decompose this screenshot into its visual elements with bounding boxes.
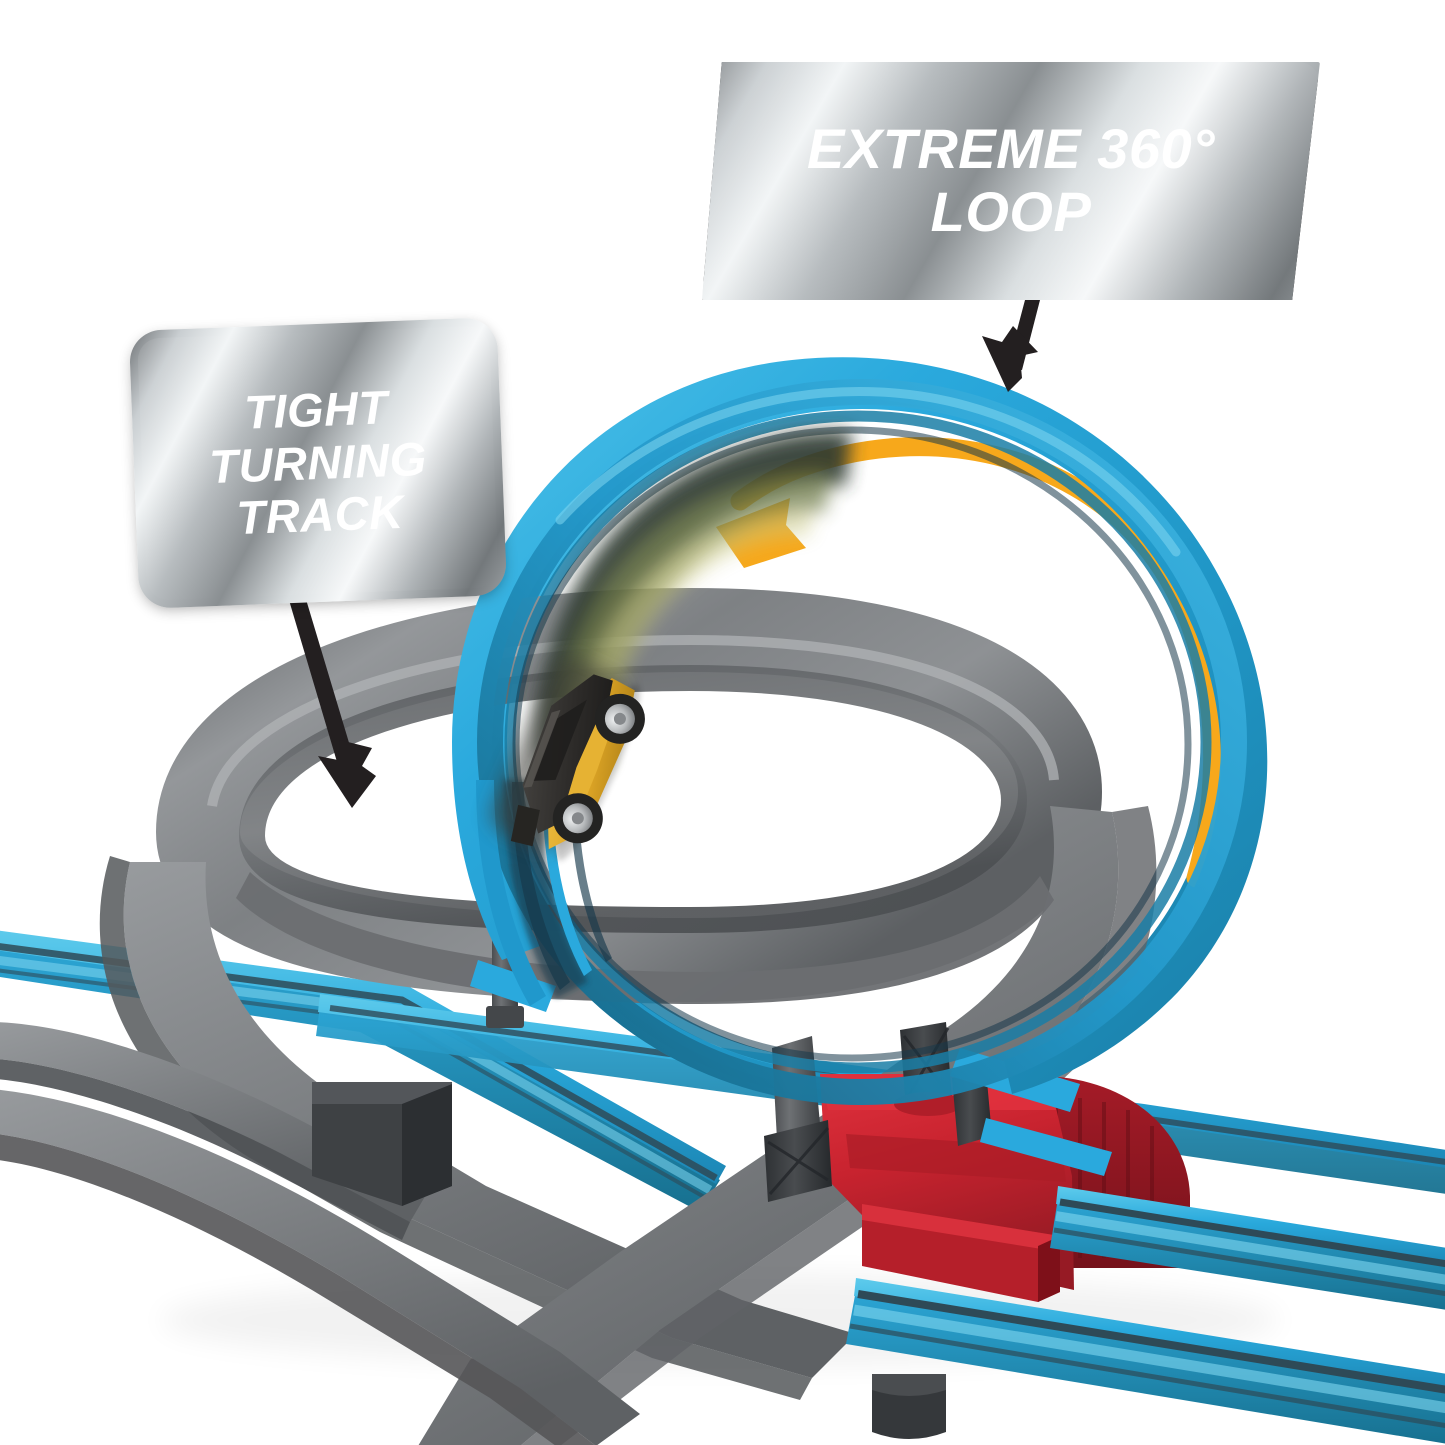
turning-track-front-lip bbox=[0, 1089, 640, 1445]
track-support-block-left bbox=[312, 1082, 452, 1206]
callout-turn-line-2: TURNING bbox=[208, 431, 428, 493]
turning-callout-arrow-icon bbox=[286, 586, 376, 808]
callout-extreme-360-loop: EXTREME 360° LOOP bbox=[702, 62, 1320, 300]
callout-turn-line-1: TIGHT bbox=[243, 380, 389, 439]
straight-track-lower-right-pair bbox=[846, 1186, 1445, 1444]
toy-race-car bbox=[490, 657, 645, 861]
callout-loop-line-2: LOOP bbox=[930, 180, 1092, 243]
tight-turning-track bbox=[0, 587, 1157, 1445]
callout-tight-turning-track: TIGHT TURNING TRACK bbox=[128, 317, 508, 609]
callout-loop-line-1: EXTREME 360° bbox=[806, 117, 1216, 181]
callout-turn-line-3: TRACK bbox=[235, 485, 405, 545]
loop-callout-arrow-icon bbox=[982, 300, 1040, 392]
callout-metal-frame bbox=[702, 62, 1320, 300]
